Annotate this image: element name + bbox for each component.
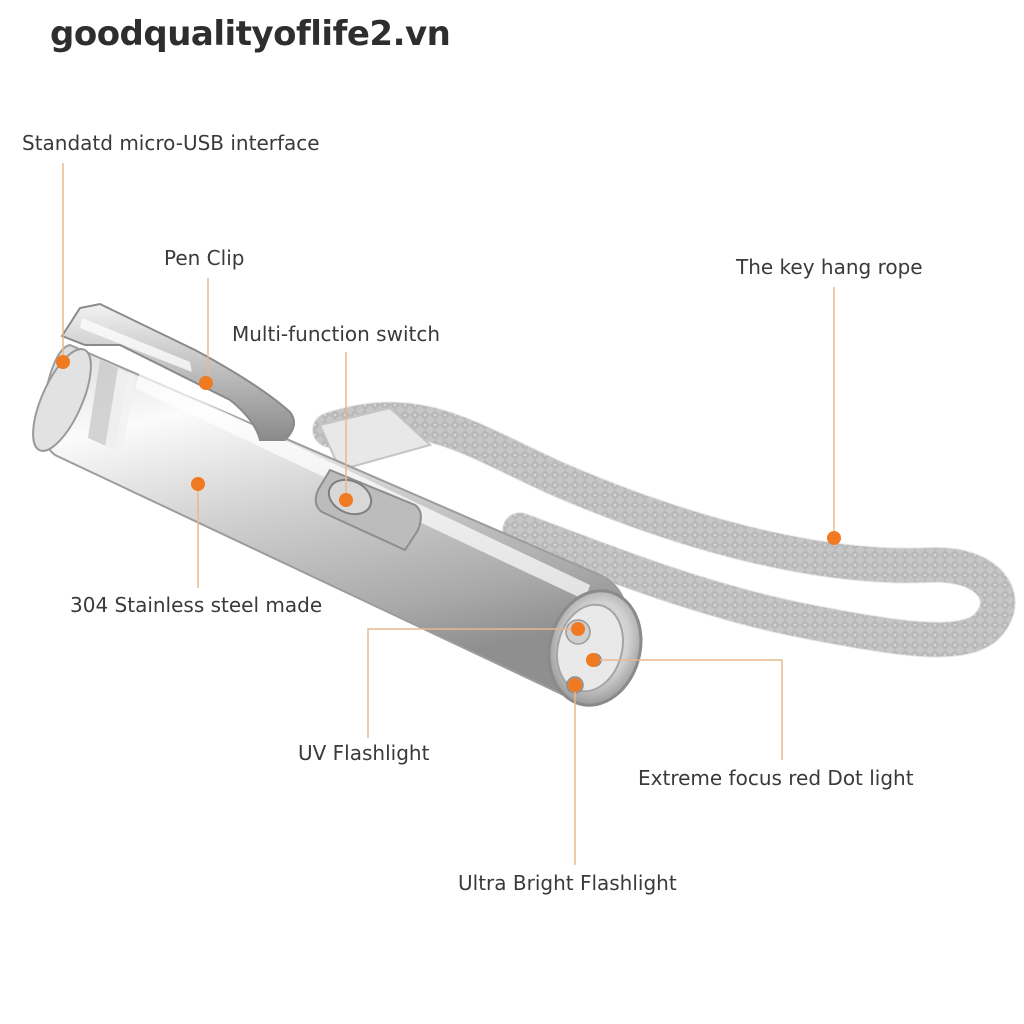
label-ultra-bright-flashlight: Ultra Bright Flashlight: [458, 871, 677, 895]
pen-clip: [60, 302, 295, 441]
dot-red: [586, 653, 600, 667]
flashlight-body: [32, 343, 643, 707]
dot-uv: [571, 622, 585, 636]
dot-rope: [827, 531, 841, 545]
dot-switch: [339, 493, 353, 507]
label-uv-flashlight: UV Flashlight: [298, 741, 430, 765]
callout-dots: [56, 355, 841, 692]
label-multi-function-switch: Multi-function switch: [232, 322, 441, 346]
dot-clip: [199, 376, 213, 390]
label-stainless-steel: 304 Stainless steel made: [70, 593, 323, 617]
label-pen-clip: Pen Clip: [164, 246, 245, 270]
label-key-hang-rope: The key hang rope: [736, 255, 923, 279]
key-rope: [313, 402, 1015, 657]
dot-usb: [56, 355, 70, 369]
watermark: goodqualityoflife2.vn: [50, 14, 451, 54]
label-usb-interface: Standatd micro-USB interface: [22, 131, 320, 155]
leader-lines: [62, 163, 835, 865]
dot-bright: [568, 678, 582, 692]
label-red-dot-light: Extreme focus red Dot light: [638, 766, 914, 790]
dot-steel: [191, 477, 205, 491]
